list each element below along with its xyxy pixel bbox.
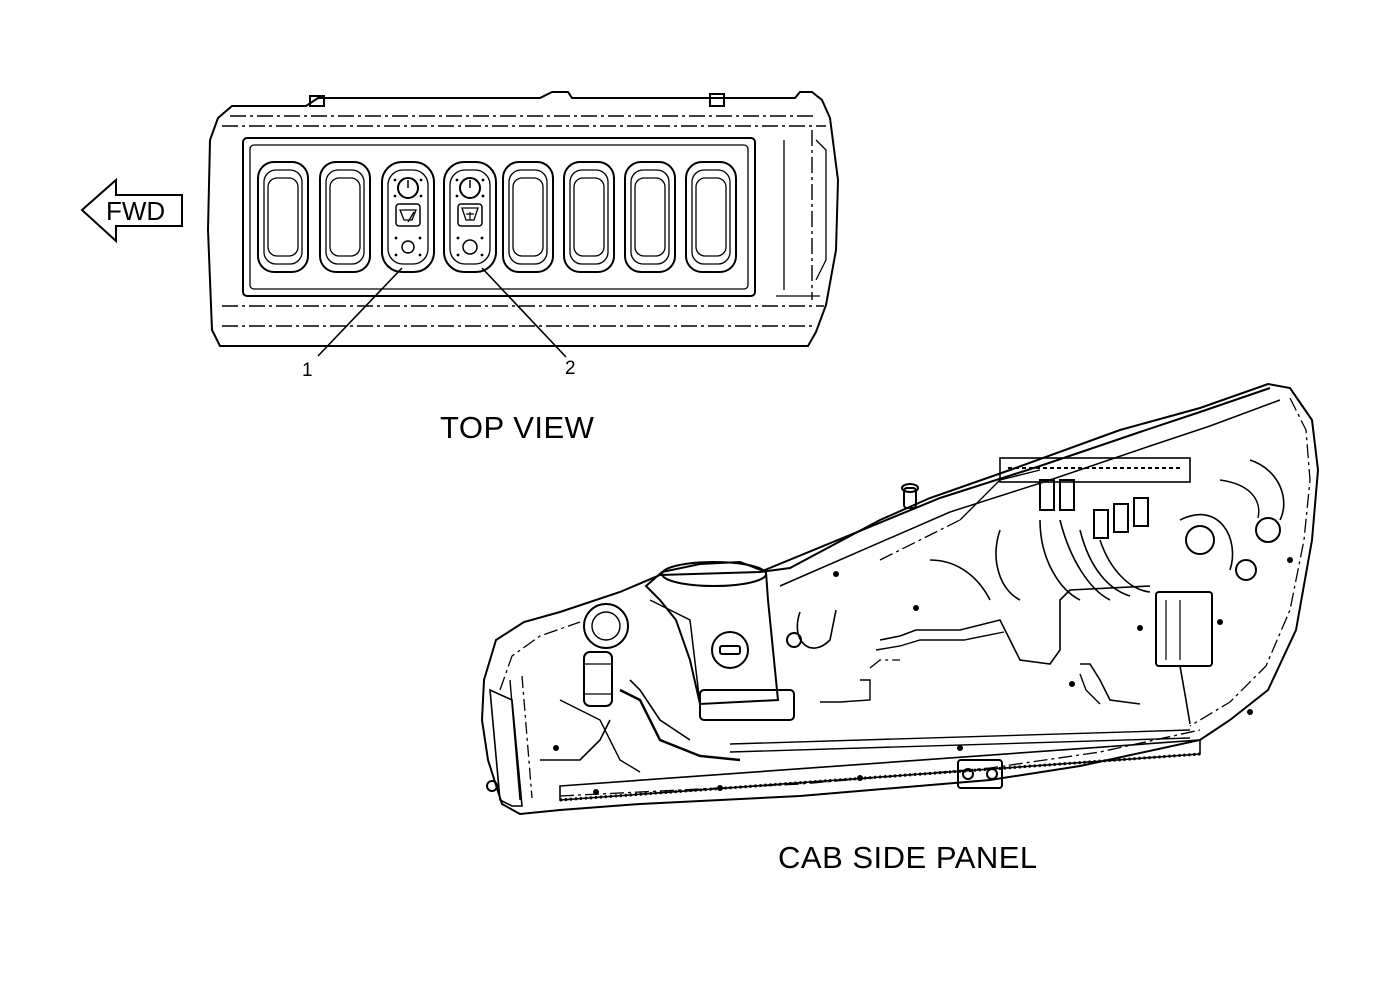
washer-icon: [457, 203, 483, 227]
blank-switch: [685, 161, 737, 273]
blank-switch: [563, 161, 615, 273]
panel-fastener-dots: [553, 557, 1293, 795]
callout-2-leader: [481, 267, 567, 358]
fwd-label: FWD: [106, 196, 165, 226]
callout-1: 1: [302, 360, 313, 381]
forward-arrow-icon: FWD: [80, 177, 183, 244]
cab-side-panel-title: CAB SIDE PANEL: [778, 840, 1038, 875]
blank-switch: [319, 161, 371, 273]
callout-1-leader: [317, 267, 403, 357]
top-view-drawing: [206, 91, 840, 347]
callout-2: 2: [565, 358, 576, 379]
washer-switch: [443, 161, 497, 273]
top-view-title: TOP VIEW: [440, 410, 595, 445]
blank-switch: [502, 161, 554, 273]
front-wiper-icon: [395, 203, 421, 227]
blank-switch: [257, 161, 309, 273]
blank-switch: [624, 161, 676, 273]
blank-switch-group-right: [502, 161, 737, 273]
wiper-switch: [381, 161, 435, 273]
cab-side-panel-drawing: [480, 382, 1320, 816]
blank-switch-group-left: [257, 161, 371, 273]
